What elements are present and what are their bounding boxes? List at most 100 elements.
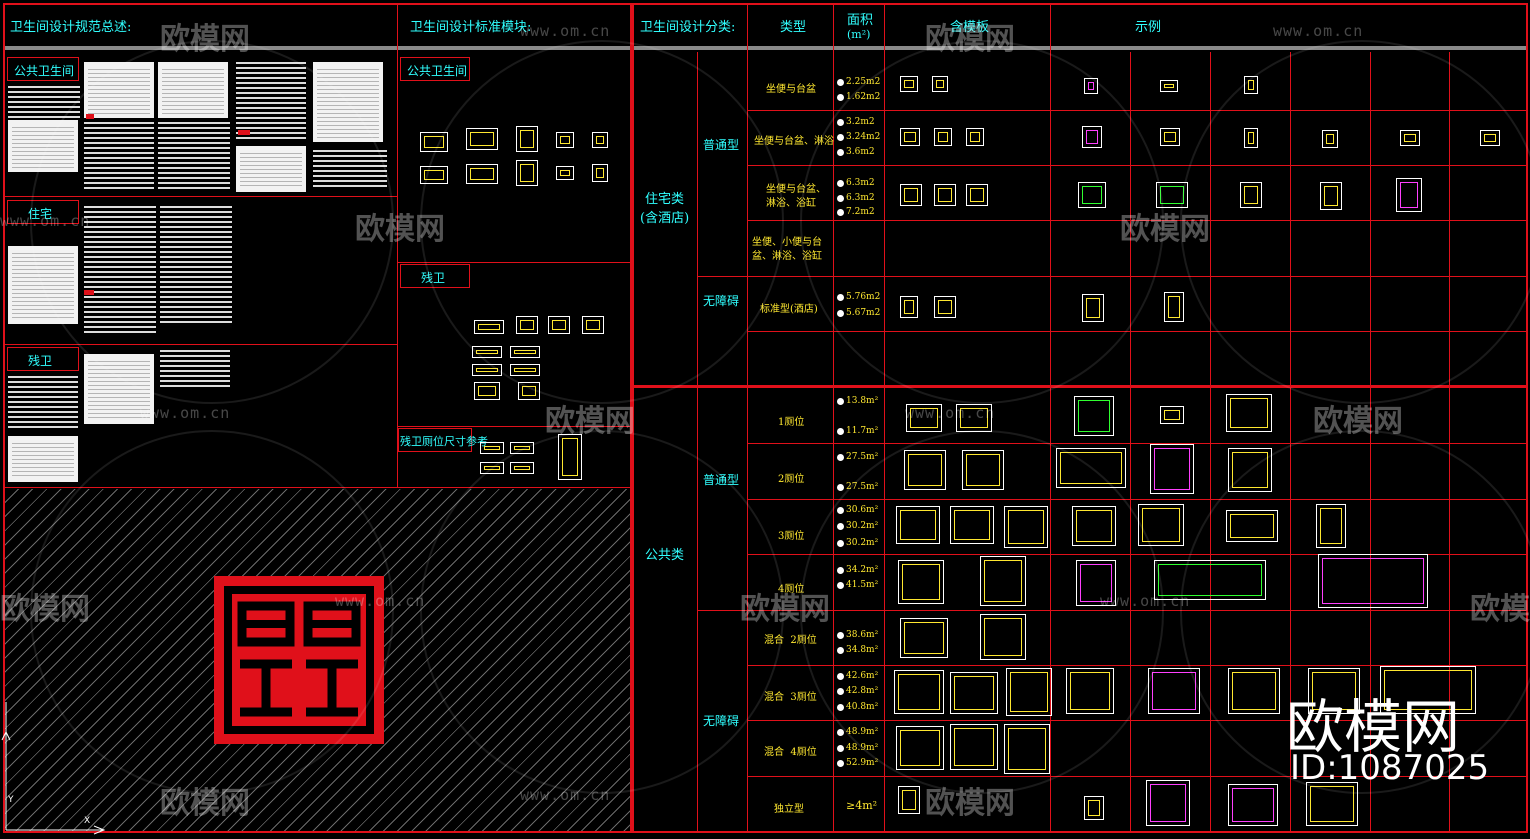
example-thumb[interactable]: [1160, 80, 1178, 92]
left-panel-title: 卫生间设计规范总述:: [10, 20, 132, 35]
watermark-brand: 欧模网: [355, 212, 445, 247]
area-value: 11.7m²: [846, 426, 879, 436]
right-panel-split: [632, 385, 1528, 388]
type-column-header: 类型: [780, 20, 807, 35]
row-type: 坐便、小便与台盆、淋浴、浴缸: [752, 237, 822, 262]
watermark-url: www.om.cn: [0, 212, 91, 230]
section-tab-middle-accessible-ref[interactable]: 残卫厕位尺寸参考: [398, 428, 488, 452]
watermark-brand: 欧模网: [0, 592, 90, 627]
example-column-header: 示例: [1135, 20, 1162, 35]
grid-col-line: [1050, 5, 1051, 831]
area-value: 52.9m²: [846, 758, 879, 768]
watermark-url: www.om.cn: [520, 786, 611, 804]
row-type: 坐便与台盆、淋浴、浴缸: [766, 184, 826, 209]
example-thumb[interactable]: [1160, 406, 1184, 424]
watermark-url: www.om.cn: [1100, 592, 1191, 610]
watermark-url: www.om.cn: [335, 592, 426, 610]
row-type: 坐便与台盆、淋浴: [754, 136, 834, 147]
grid-row-line: [747, 776, 1528, 777]
grid-col-line: [833, 5, 834, 831]
row-type: 独立型: [774, 804, 804, 815]
watermark-brand: 欧模网: [160, 22, 250, 57]
grid-col-line: [1130, 52, 1131, 831]
example-thumb[interactable]: [1228, 784, 1278, 826]
row-type: 混合 3厕位: [764, 692, 817, 703]
row-type: 3厕位: [778, 531, 805, 542]
left-panel: [3, 3, 632, 833]
section-label: 残卫: [28, 354, 53, 368]
grid-col-line: [884, 5, 885, 831]
area-value: 13.8m²: [846, 396, 879, 406]
watermark-corner-id: ID:1087025: [1290, 748, 1490, 788]
middle-row-line-2: [397, 426, 630, 427]
grid-row-line: [747, 499, 1528, 500]
row-type: 标准型(酒店): [760, 304, 818, 315]
watermark-ring: [420, 430, 784, 794]
example-thumb[interactable]: [1146, 780, 1190, 826]
area-value: ≥4m²: [846, 799, 878, 812]
example-thumb[interactable]: [1164, 292, 1184, 322]
module-column-header: 含模板: [950, 20, 990, 35]
grid-row-line: [747, 443, 1528, 444]
area-marker: [837, 745, 844, 752]
watermark-url: www.om.cn: [1273, 22, 1364, 40]
watermark-ring: [800, 430, 1164, 794]
area-marker: [837, 760, 844, 767]
section-tab-middle-public[interactable]: 公共卫生间: [400, 57, 470, 81]
example-thumb[interactable]: [1084, 796, 1104, 820]
row-type: 4厕位: [778, 584, 805, 595]
watermark-ring: [1180, 430, 1530, 794]
left-divider: [397, 5, 398, 488]
spec-text-block: [8, 376, 78, 430]
area-unit-header: (m²): [847, 28, 871, 41]
watermark-url: www.om.cn: [905, 404, 996, 422]
template-thumb[interactable]: [906, 404, 942, 432]
row-type: 混合 4厕位: [764, 747, 817, 758]
watermark-url: www.om.cn: [140, 404, 231, 422]
section-tab-accessible[interactable]: 残卫: [7, 347, 79, 371]
example-thumb[interactable]: [1150, 444, 1194, 494]
area-value: 27.5m²: [846, 452, 879, 462]
right-header-bar: [634, 46, 1526, 50]
watermark-ring: [420, 40, 784, 404]
area-marker: [837, 428, 844, 435]
example-thumb[interactable]: [1160, 128, 1180, 146]
watermark-ring: [30, 430, 394, 794]
right-panel-title: 卫生间设计分类:: [640, 20, 736, 35]
area-marker: [837, 729, 844, 736]
watermark-brand: 欧模网: [160, 786, 250, 821]
area-marker: [837, 484, 844, 491]
grid-row-line: [747, 720, 1528, 721]
row-type: 2厕位: [778, 474, 805, 485]
area-marker: [837, 398, 844, 405]
row-type: 1厕位: [778, 417, 805, 428]
accessible-module[interactable]: [474, 382, 500, 400]
area-marker: [837, 94, 844, 101]
area-marker: [837, 79, 844, 86]
template-thumb[interactable]: [898, 786, 920, 814]
example-thumb[interactable]: [1074, 396, 1114, 436]
grid-col-line: [1449, 52, 1450, 831]
watermark-corner-brand: 欧模网: [1286, 693, 1461, 761]
area-column-header: 面积: [847, 13, 874, 28]
watermark-brand: 欧模网: [545, 404, 635, 439]
accessible-ref-module[interactable]: [480, 442, 504, 454]
watermark-ring: [800, 40, 1164, 404]
watermark-url: www.om.cn: [520, 22, 611, 40]
watermark-brand: 欧模网: [1313, 404, 1403, 439]
ucs-axis-icon: Y X: [0, 690, 110, 835]
section-label: 残卫厕位尺寸参考: [400, 435, 488, 448]
watermark-brand: 欧模网: [740, 592, 830, 627]
watermark-ring: [1180, 40, 1530, 404]
grid-row-line: [747, 110, 1528, 111]
grid-col-line: [1210, 52, 1211, 831]
right-panel: [632, 3, 1528, 833]
grid-col-line: [697, 52, 698, 831]
example-thumb[interactable]: [1226, 394, 1272, 432]
watermark-ring: [30, 40, 394, 404]
section-tab-public[interactable]: 公共卫生间: [7, 57, 79, 81]
svg-text:X: X: [84, 816, 90, 826]
svg-text:Y: Y: [7, 795, 14, 805]
watermark-brand: 欧模网: [925, 786, 1015, 821]
section-label: 公共卫生间: [407, 64, 468, 78]
